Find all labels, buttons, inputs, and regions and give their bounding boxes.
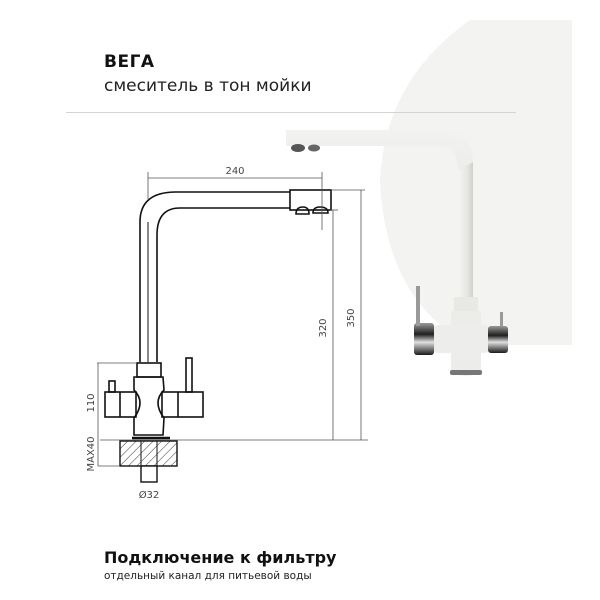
- product-subtitle: смеситель в тон мойки: [104, 76, 312, 96]
- dim-body-height: 110: [86, 393, 97, 412]
- feature-subtitle: отдельный канал для питьевой воды: [104, 570, 312, 582]
- dim-mount-diameter: Ø32: [139, 489, 160, 501]
- dim-spout-height: 320: [318, 318, 329, 337]
- dim-spout-reach: 240: [225, 166, 244, 177]
- product-title: ВЕГА: [104, 52, 155, 72]
- dim-total-height: 350: [346, 308, 357, 327]
- feature-title: Подключение к фильтру: [104, 548, 337, 567]
- dim-max-countertop: MAX40: [86, 436, 97, 471]
- separator-line: [66, 112, 516, 113]
